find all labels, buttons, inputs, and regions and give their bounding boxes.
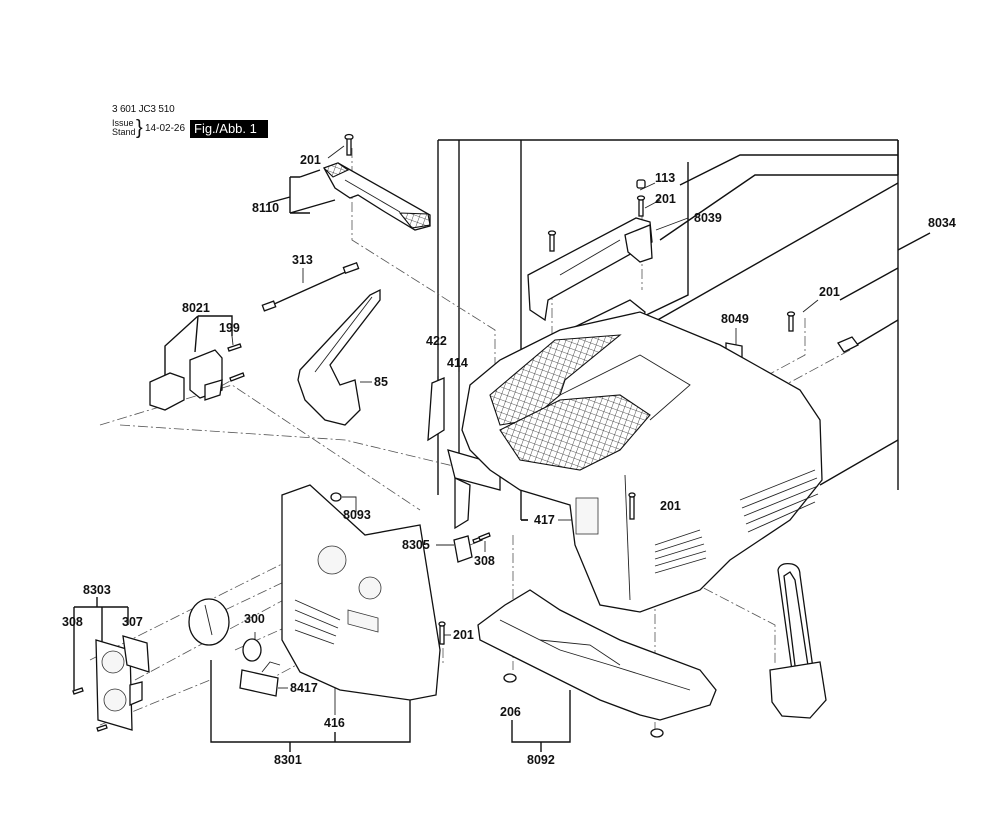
part-8301-front-cover[interactable]: [281, 484, 441, 701]
part-199-screws[interactable]: [227, 343, 245, 382]
issue-label-de: Stand: [112, 127, 136, 137]
leader-8039-frame: [659, 174, 898, 241]
label-8034[interactable]: 8034: [928, 216, 956, 230]
part-8303-socket[interactable]: [95, 639, 143, 731]
label-8305[interactable]: 8305: [402, 538, 430, 552]
label-8110[interactable]: 8110: [252, 201, 279, 215]
part-206-washers[interactable]: [503, 673, 664, 738]
label-206[interactable]: 206: [500, 705, 521, 719]
part-8092-base-plate[interactable]: [477, 589, 717, 721]
label-307[interactable]: 307: [122, 615, 143, 629]
label-8021[interactable]: 8021: [182, 301, 210, 315]
label-113[interactable]: 113: [655, 171, 675, 185]
part-113-plug[interactable]: [636, 179, 646, 189]
brace-glyph: }: [136, 117, 143, 139]
bracket-8039: [639, 162, 689, 319]
bracket-8303: [73, 597, 129, 690]
label-313[interactable]: 313: [292, 253, 313, 267]
label-8093[interactable]: 8093: [343, 508, 371, 522]
part-8305-plate[interactable]: [453, 535, 473, 563]
part-control-knob[interactable]: [188, 598, 230, 646]
part-308-screws-left[interactable]: [72, 687, 108, 732]
part-313-cable[interactable]: [261, 261, 360, 312]
label-85[interactable]: 85: [374, 375, 388, 389]
leader-113-frame: [679, 154, 898, 186]
label-8092[interactable]: 8092: [527, 753, 555, 767]
part-201-screw-right[interactable]: [786, 311, 796, 332]
part-8034-housing-top[interactable]: [461, 311, 823, 613]
part-clip-right[interactable]: [837, 336, 859, 353]
leader-201-right: [802, 299, 819, 313]
part-201-screw-mid[interactable]: [628, 492, 636, 520]
label-201-top[interactable]: 201: [300, 153, 321, 167]
part-8021-switch[interactable]: [149, 349, 223, 411]
bracket-8021: [164, 315, 233, 384]
bracket-8110: [267, 169, 336, 214]
label-8301[interactable]: 8301: [274, 753, 302, 767]
part-201-screw-top[interactable]: [344, 133, 354, 156]
part-201-screw-handle[interactable]: [547, 195, 646, 252]
label-417[interactable]: 417: [534, 513, 555, 527]
part-8110-handle-grip[interactable]: [322, 162, 431, 231]
label-308-right[interactable]: 308: [474, 554, 495, 568]
document-number: 3 601 JC3 510: [112, 104, 175, 115]
bracket-8301: [210, 660, 411, 752]
label-416[interactable]: 416: [324, 716, 345, 730]
figure-label: Fig./Abb. 1: [190, 120, 268, 138]
label-201-handle[interactable]: 201: [655, 192, 676, 206]
label-201-right[interactable]: 201: [819, 285, 840, 299]
part-labels: 201 8110 313 8021 199 85 422 414 113 201…: [62, 153, 956, 767]
part-85-hose-hook[interactable]: [297, 288, 381, 426]
part-8093-washer[interactable]: [330, 492, 342, 502]
issue-date: 14-02-26: [145, 123, 186, 134]
issue-label-en: Issue: [112, 118, 134, 128]
part-hose-holder[interactable]: [769, 562, 827, 719]
part-422-label[interactable]: [427, 377, 445, 442]
label-201-mid[interactable]: 201: [660, 499, 681, 513]
part-308-screws-right[interactable]: [472, 532, 491, 544]
part-307-cover[interactable]: [122, 635, 150, 673]
leader-8093: [342, 496, 357, 512]
label-8039[interactable]: 8039: [694, 211, 722, 225]
bracket-8092: [511, 690, 571, 752]
vent-grille-side: [654, 469, 819, 574]
label-8417[interactable]: 8417: [290, 681, 318, 695]
label-414[interactable]: 414: [447, 356, 468, 370]
label-8049[interactable]: 8049: [721, 312, 749, 326]
part-8417-board[interactable]: [239, 661, 281, 697]
label-201-front[interactable]: 201: [453, 628, 474, 642]
label-308-left[interactable]: 308: [62, 615, 83, 629]
part-201-screw-front[interactable]: [438, 621, 446, 645]
part-8039-carry-handle[interactable]: [527, 217, 653, 322]
leader-201-top: [327, 145, 345, 159]
label-422[interactable]: 422: [426, 334, 447, 348]
label-199[interactable]: 199: [219, 321, 240, 335]
label-300[interactable]: 300: [244, 612, 265, 626]
leader-8034: [897, 232, 931, 251]
label-8303[interactable]: 8303: [83, 583, 111, 597]
bracket-frame-top: [437, 139, 898, 521]
part-300-knob[interactable]: [242, 638, 262, 662]
